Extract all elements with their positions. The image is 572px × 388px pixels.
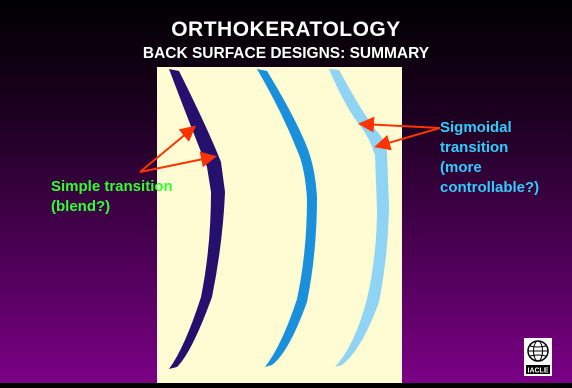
lens-middle-design <box>257 69 317 367</box>
sigmoidal-line3: (more <box>440 158 572 178</box>
lens-profiles <box>157 67 402 383</box>
slide-title: ORTHOKERATOLOGY <box>0 18 572 42</box>
lens-sigmoidal-transition <box>329 69 389 367</box>
lens-simple-transition <box>169 69 225 369</box>
globe-logo-icon: IACLE <box>524 338 552 376</box>
simple-transition-line2: (blend?) <box>51 197 221 217</box>
slide-subtitle: BACK SURFACE DESIGNS: SUMMARY <box>0 45 572 63</box>
logo-text: IACLE <box>528 368 549 375</box>
simple-transition-label: Simple transition (blend?) <box>51 177 221 217</box>
sigmoidal-line1: Sigmoidal <box>440 118 572 138</box>
simple-transition-line1: Simple transition <box>51 177 221 197</box>
lens-diagram-panel <box>157 67 402 383</box>
sigmoidal-line2: transition <box>440 138 572 158</box>
sigmoidal-line4: controllable?) <box>440 178 572 198</box>
sigmoidal-transition-label: Sigmoidal transition (more controllable?… <box>440 118 572 198</box>
